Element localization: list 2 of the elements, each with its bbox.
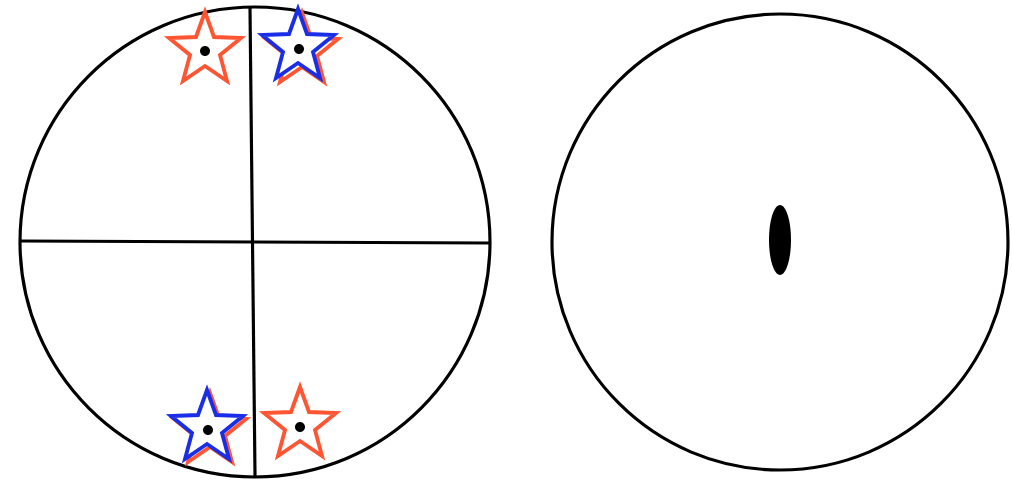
projection-circle [550,12,1010,472]
projection-circle [18,5,492,479]
